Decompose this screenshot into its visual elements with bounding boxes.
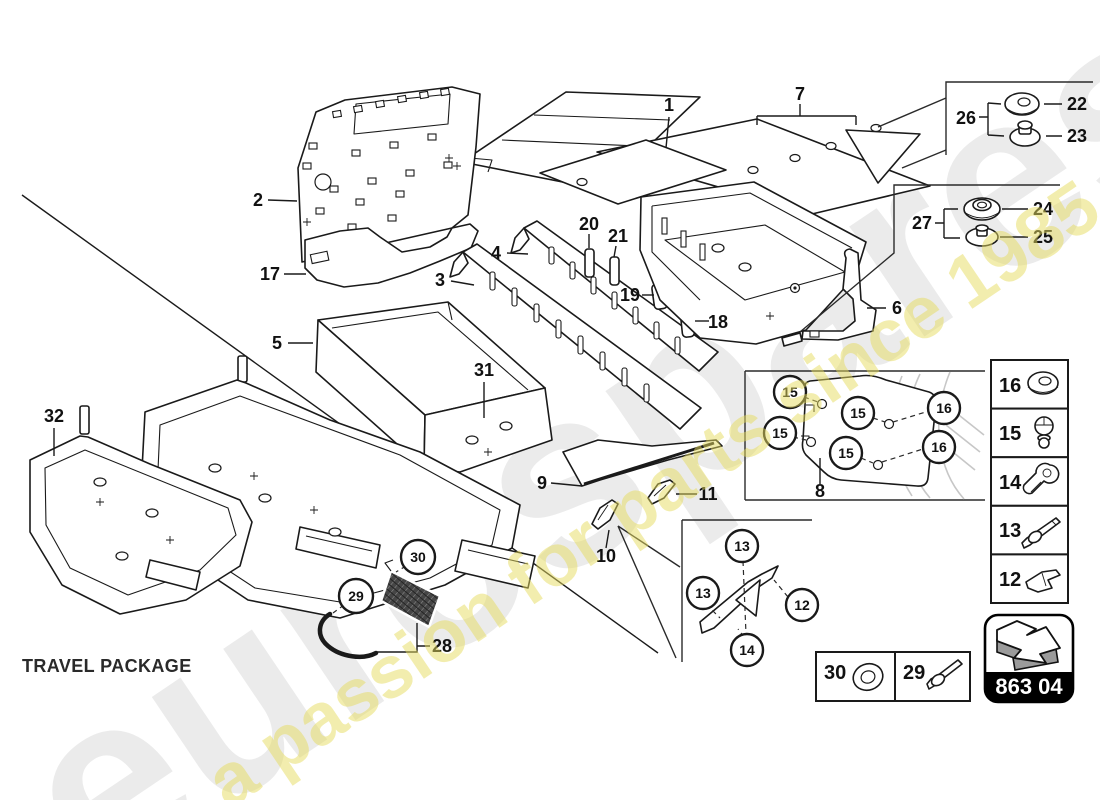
label-28: 28 [432,636,452,656]
footrest-exploded [317,559,442,660]
callout-16-b: 16 [921,429,957,465]
svg-text:15: 15 [838,445,854,461]
label-10: 10 [596,546,616,566]
part-28-mesh-drawing [379,569,442,629]
part-20-drawing [584,248,595,278]
legend-row-12-num: 12 [999,569,1021,591]
label-9: 9 [537,473,547,493]
label-25: 25 [1033,227,1053,247]
svg-text:14: 14 [739,642,755,658]
label-27: 27 [912,213,932,233]
svg-text:15: 15 [772,425,788,441]
svg-text:29: 29 [348,588,364,604]
part-21-drawing [609,256,620,286]
part-11-drawing [647,479,676,505]
legend-row-16-num: 16 [999,375,1021,397]
svg-text:16: 16 [936,400,952,416]
direction-arrow-icon [996,620,1061,671]
grommet-washer-icon [1027,371,1059,395]
callout-14: 14 [729,632,765,668]
label-1: 1 [664,95,674,115]
legend-row-13-num: 13 [999,520,1021,542]
circled-callouts: 15 15 15 15 16 16 13 13 [337,374,962,668]
part-28-hook-drawing [317,611,379,660]
rivet-pin-icon-bottom [926,659,963,690]
label-7: 7 [795,84,805,104]
callout-frames [617,81,1093,662]
label-19: 19 [620,285,640,305]
diagram-code-block: 863 04 [983,613,1075,704]
legend-row-14-num: 14 [999,472,1022,494]
callout-29: 29 [337,577,375,615]
label-26: 26 [956,108,976,128]
label-31: 31 [474,360,494,380]
svg-text:15: 15 [782,384,798,400]
fastener-legend-sidebar: 16 15 14 13 12 [990,359,1069,605]
clip-symbols [302,87,453,231]
part-4-drawing [510,220,719,372]
callout-13-b: 13 [685,575,721,611]
label-21: 21 [608,226,628,246]
part-23-drawing [1009,120,1041,147]
label-24: 24 [1033,199,1053,219]
label-32: 32 [44,406,64,426]
label-20: 20 [579,214,599,234]
callout-16-a: 16 [926,390,962,426]
label-22: 22 [1067,94,1087,114]
svg-text:16: 16 [931,439,947,455]
torx-bolt-icon [1022,462,1060,495]
legend-row-15-num: 15 [999,423,1021,445]
label-6: 6 [892,298,902,318]
label-23: 23 [1067,126,1087,146]
callout-30: 30 [399,538,437,576]
leader-lines [53,102,1062,549]
label-4: 4 [491,243,501,263]
part-6-drawing [781,248,877,347]
label-3: 3 [435,270,445,290]
legend-30-num: 30 [824,662,846,684]
callout-12: 12 [784,587,820,623]
part-17-drawing [304,223,479,288]
svg-text:15: 15 [850,405,866,421]
washer-ring-icon [852,662,884,692]
label-11: 11 [698,484,717,504]
callout-15-c: 15 [840,395,876,431]
label-8: 8 [815,481,825,501]
part-7-drawing [539,118,931,215]
callout-15-b: 15 [762,415,798,451]
part-labels: 1 2 17 3 4 5 20 21 19 18 7 26 22 23 27 2… [44,84,1087,656]
page-title: TRAVEL PACKAGE [22,656,192,676]
part-9-drawing [562,439,723,487]
svg-text:13: 13 [734,538,750,554]
part-5-drawing [315,301,553,473]
part-22-drawing [1004,92,1040,116]
fastener-legend-bottom: 30 29 [815,651,971,702]
bracket-inset [699,560,789,638]
center-tub-mat-drawing [639,181,867,345]
clip-bracket-icon [1025,569,1061,593]
label-17: 17 [260,264,280,284]
label-18: 18 [708,312,728,332]
callout-13-a: 13 [724,528,760,564]
rivet-pin-icon [1021,517,1061,549]
svg-text:13: 13 [695,585,711,601]
part-10-drawing [591,499,619,530]
svg-text:12: 12 [794,597,810,613]
screw-points [805,398,895,471]
part-32-drawing [29,405,253,615]
diagram-code-label: 863 04 [995,674,1063,699]
part-2-drawing [297,86,481,263]
callout-15-a: 15 [772,374,808,410]
ball-stud-screw-icon [1034,416,1054,449]
part-1-drawing [461,91,701,191]
part-25-drawing [965,224,999,247]
svg-text:30: 30 [410,549,426,565]
callout-15-d: 15 [828,435,864,471]
part-3-drawing [449,243,702,430]
label-5: 5 [272,333,282,353]
part-24-drawing [963,197,1001,221]
label-2: 2 [253,190,263,210]
legend-29-num: 29 [903,662,925,684]
